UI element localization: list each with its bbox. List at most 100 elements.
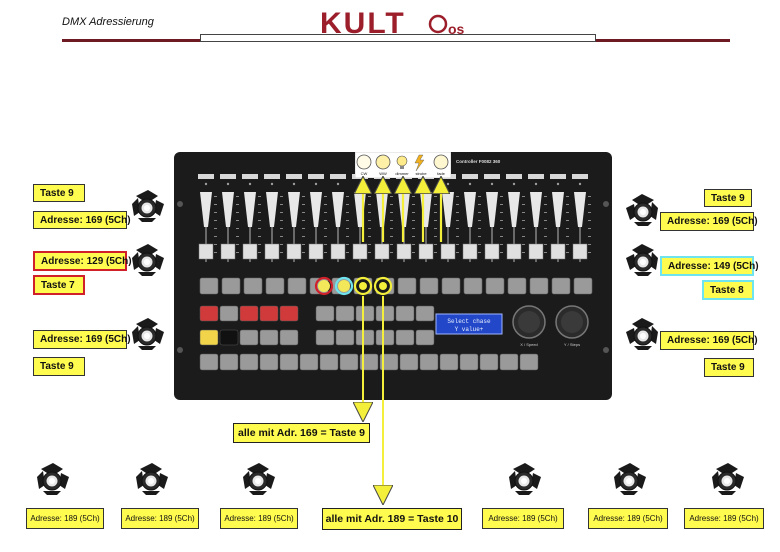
fader-knob[interactable] [198,243,214,260]
bank-button[interactable] [259,353,279,371]
fader-knob[interactable] [462,243,478,260]
function-button[interactable] [279,329,299,346]
fader-knob[interactable] [506,243,522,260]
scene-button[interactable] [335,329,355,346]
bank-button[interactable] [419,353,439,371]
flash-button[interactable] [507,277,527,295]
flash-button[interactable] [463,277,483,295]
flash-button[interactable] [419,277,439,295]
bank-button[interactable] [299,353,319,371]
ww-label: WW [379,171,387,176]
flash-button[interactable] [573,277,593,295]
bank-button[interactable] [519,353,539,371]
bottom-addr189-1: Adresse: 189 (5Ch) [26,508,104,529]
scene-button[interactable] [355,329,375,346]
function-button[interactable] [239,329,259,346]
fader-knob[interactable] [440,243,456,260]
bank-button[interactable] [279,353,299,371]
function-button[interactable] [199,305,219,322]
fade-label: fade [437,171,446,176]
flash-button[interactable] [397,277,417,295]
left-addr129: Adresse: 129 (5Ch) [33,251,132,271]
scene-button[interactable] [375,329,395,346]
flash-button[interactable] [199,277,219,295]
chase-button[interactable] [395,305,415,322]
scene-button[interactable] [315,305,335,322]
scene-button[interactable] [315,329,335,346]
function-button[interactable] [219,305,239,322]
flash-button[interactable] [221,277,241,295]
fader-knob[interactable] [220,243,236,260]
bank-button[interactable] [199,353,219,371]
bank-button[interactable] [379,353,399,371]
channel-label [198,174,214,179]
bank-button[interactable] [499,353,519,371]
channel-label [462,174,478,179]
bank-button[interactable] [219,353,239,371]
function-button[interactable] [239,305,259,322]
right-addr169-top: Adresse: 169 (5Ch) [660,212,758,231]
lcd-display [435,313,503,335]
flash-button[interactable] [441,277,461,295]
fader-knob[interactable] [528,243,544,260]
fader-knob[interactable] [484,243,500,260]
lamp-bottom-2-icon [136,463,168,495]
chase-button[interactable] [415,305,435,322]
flash-button[interactable] [551,277,571,295]
channel-label [484,174,500,179]
bank-button[interactable] [339,353,359,371]
left-addr169-top: Adresse: 169 (5Ch) [33,211,131,229]
channel-label [308,174,324,179]
left-taste7: Taste 7 [33,275,85,295]
fader-knob[interactable] [396,243,412,260]
fader-knob[interactable] [352,243,368,260]
bank-button[interactable] [319,353,339,371]
chase-button[interactable] [395,329,415,346]
fader-knob[interactable] [374,243,390,260]
flash-button[interactable] [265,277,285,295]
fader-knob[interactable] [330,243,346,260]
taste7-highlight [314,276,334,296]
fader-knob[interactable] [264,243,280,260]
bank-button[interactable] [479,353,499,371]
fader-knob[interactable] [242,243,258,260]
function-button[interactable] [259,329,279,346]
fade-icon: fade [433,154,449,176]
function-button[interactable] [219,329,239,346]
fader-knob[interactable] [286,243,302,260]
strobe-icon: strobe [414,154,427,176]
lamp-bottom-4-icon [509,463,541,495]
bottom-addr189-5: Adresse: 189 (5Ch) [588,508,668,529]
logo-suffix: os [448,21,465,37]
bank-button[interactable] [239,353,259,371]
bottom-addr189-2: Adresse: 189 (5Ch) [121,508,199,529]
flash-button[interactable] [287,277,307,295]
function-button[interactable] [199,329,219,346]
scene-button[interactable] [335,305,355,322]
bank-button[interactable] [399,353,419,371]
dimmer-icon: dimmer [395,155,409,176]
flash-button[interactable] [243,277,263,295]
scene-button[interactable] [355,305,375,322]
bank-button[interactable] [359,353,379,371]
document-title: DMX Adressierung [62,16,154,28]
chase-button[interactable] [415,329,435,346]
lamp-bottom-3-icon [243,463,275,495]
fader-knob[interactable] [572,243,588,260]
bank-button[interactable] [439,353,459,371]
fader-knob[interactable] [550,243,566,260]
scene-button[interactable] [375,305,395,322]
flash-button[interactable] [529,277,549,295]
flash-button[interactable] [485,277,505,295]
channel-label [550,174,566,179]
channel-label [264,174,280,179]
right-taste9-top: Taste 9 [704,189,752,207]
function-button[interactable] [279,305,299,322]
lamp-right-bottom-icon [626,318,658,350]
function-button[interactable] [259,305,279,322]
fader-knob[interactable] [418,243,434,260]
right-addr169-bottom: Adresse: 169 (5Ch) [660,331,758,350]
left-addr169-bottom: Adresse: 169 (5Ch) [33,330,131,349]
bank-button[interactable] [459,353,479,371]
fader-knob[interactable] [308,243,324,260]
